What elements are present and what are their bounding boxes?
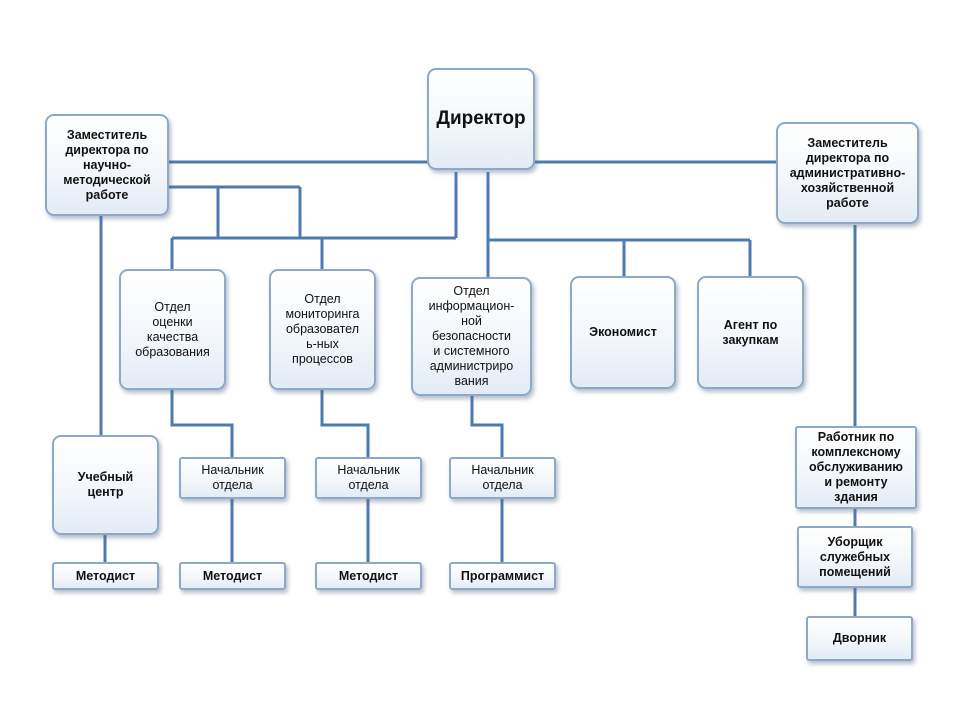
node-dept-monitoring: Отдел мониторинга образовател ь-ных проц… — [269, 269, 376, 390]
node-methodist-quality: Методист — [179, 562, 286, 590]
node-dept-it: Отдел информацион- ной безопасности и си… — [411, 277, 532, 396]
connector-quality-head — [170, 390, 234, 458]
node-head-it: Начальник отдела — [449, 457, 556, 499]
node-methodist-monitoring: Методист — [315, 562, 422, 590]
node-janitor: Дворник — [806, 616, 913, 661]
node-director: Директор — [427, 68, 535, 170]
node-deputy-methodical: Заместитель директора по научно- методич… — [45, 114, 169, 216]
connector-monitoring-head — [320, 390, 370, 458]
node-economist: Экономист — [570, 276, 676, 389]
node-cleaner: Уборщик служебных помещений — [797, 526, 913, 588]
node-programmer: Программист — [449, 562, 556, 590]
node-deputy-admin: Заместитель директора по административно… — [776, 122, 919, 224]
node-methodist-training: Методист — [52, 562, 159, 590]
node-training-center: Учебный центр — [52, 435, 159, 535]
node-procurement-agent: Агент по закупкам — [697, 276, 804, 389]
node-dept-quality: Отдел оценки качества образования — [119, 269, 226, 390]
node-maintenance-worker: Работник по комплексному обслуживанию и … — [795, 426, 917, 509]
node-head-monitoring: Начальник отдела — [315, 457, 422, 499]
node-head-quality: Начальник отдела — [179, 457, 286, 499]
connector-it-head — [470, 396, 504, 458]
